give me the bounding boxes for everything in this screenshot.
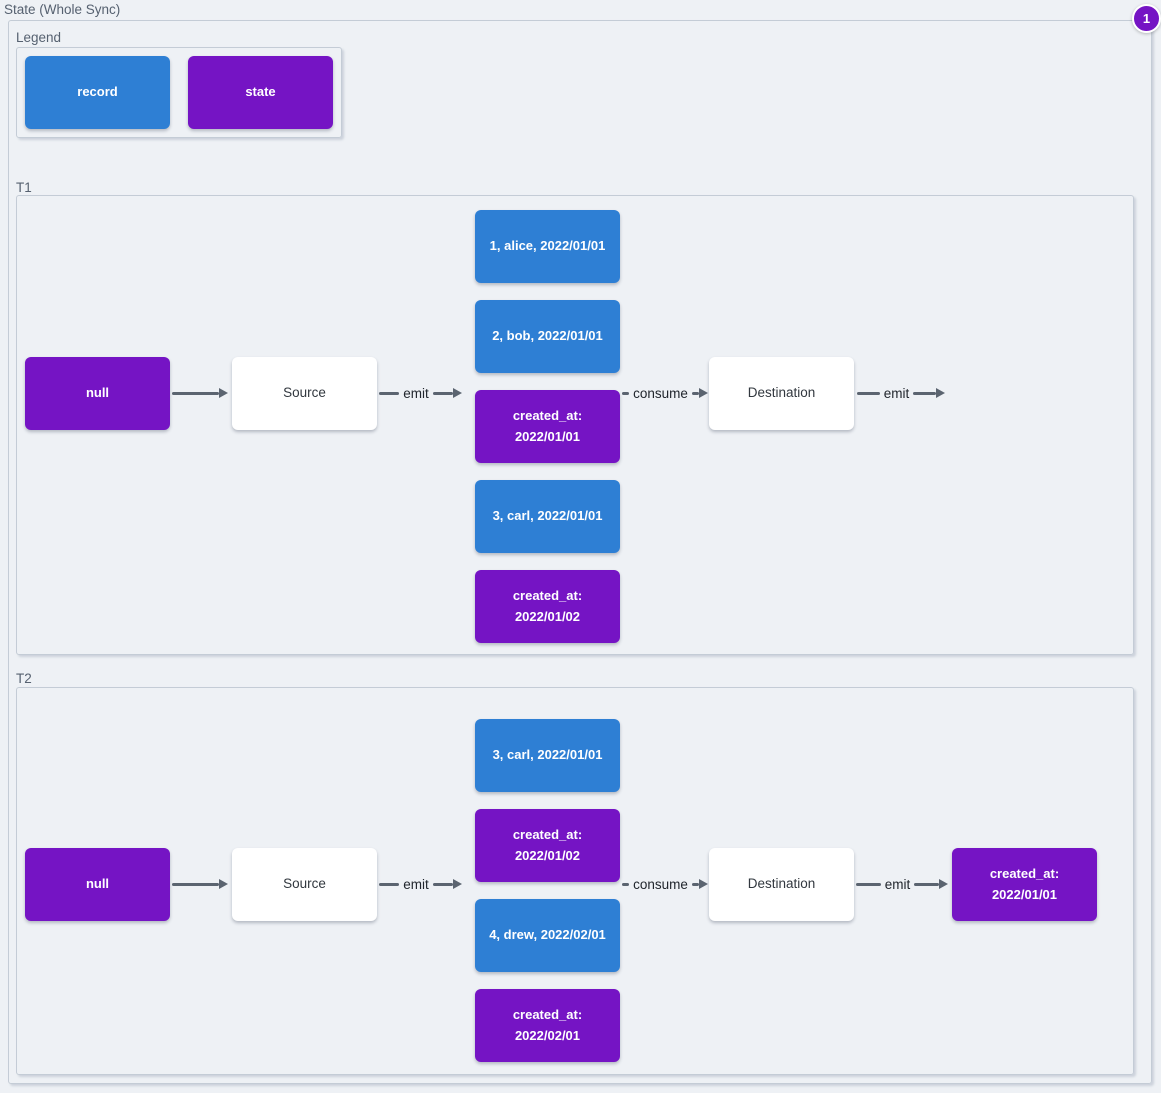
t1-edge-consume: consume [622, 383, 708, 403]
step-number-badge: 1 [1132, 4, 1161, 33]
t1-label: T1 [16, 180, 32, 195]
edge-label: consume [633, 876, 688, 892]
edge-line [432, 882, 454, 886]
legend-record-node: record [25, 56, 170, 129]
t1-edge-emit-source: emit [379, 383, 463, 403]
t2-edge-consume: consume [622, 874, 708, 894]
edge-label: emit [403, 876, 429, 892]
t1-stack-node-5: created_at: 2022/01/02 [475, 570, 620, 643]
arrowhead-icon [699, 388, 708, 398]
t2-edge-emit-destination: emit [856, 874, 949, 894]
edge-line [379, 882, 400, 886]
t2-stack-node-2: created_at: 2022/01/02 [475, 809, 620, 882]
legend-cluster [16, 47, 342, 138]
arrowhead-icon [219, 879, 228, 889]
t2-destination-node: Destination [709, 848, 854, 921]
edge-line [172, 882, 219, 886]
t1-null-state-node: null [25, 357, 170, 430]
edge-label: emit [883, 385, 910, 401]
t1-edge-emit-destination: emit [857, 383, 946, 403]
edge-line [432, 391, 454, 395]
t2-edge-emit-source: emit [379, 874, 463, 894]
legend-title: Legend [16, 30, 62, 45]
diagram-title: State (Whole Sync) [4, 2, 121, 17]
arrowhead-icon [939, 879, 949, 889]
arrowhead-icon [453, 388, 463, 398]
edge-line [856, 882, 881, 886]
t1-stack-node-2: 2, bob, 2022/01/01 [475, 300, 620, 373]
t2-stack-node-4: created_at: 2022/02/01 [475, 989, 620, 1062]
t2-output-state-node: created_at: 2022/01/01 [952, 848, 1097, 921]
edge-line [172, 391, 219, 395]
t2-source-node: Source [232, 848, 377, 921]
edge-line [913, 391, 937, 395]
state-whole-sync-cluster [8, 20, 1152, 1084]
edge-line [857, 391, 880, 395]
edge-line [691, 391, 699, 395]
edge-line [914, 882, 940, 886]
legend-state-node: state [188, 56, 333, 129]
t1-arrow-null-to-source [172, 383, 228, 403]
edge-line [379, 391, 400, 395]
edge-label: consume [633, 385, 688, 401]
edge-line [691, 882, 699, 886]
t2-stack-node-3: 4, drew, 2022/02/01 [475, 899, 620, 972]
t2-cluster [16, 687, 1134, 1075]
edge-label: emit [884, 876, 911, 892]
t1-stack-node-3: created_at: 2022/01/01 [475, 390, 620, 463]
t2-arrow-null-to-source [172, 874, 228, 894]
t1-source-node: Source [232, 357, 377, 430]
t2-stack-node-1: 3, carl, 2022/01/01 [475, 719, 620, 792]
t2-label: T2 [16, 671, 32, 686]
edge-label: emit [403, 385, 429, 401]
t1-destination-node: Destination [709, 357, 854, 430]
arrowhead-icon [699, 879, 708, 889]
edge-line [622, 391, 630, 395]
t1-stack-node-1: 1, alice, 2022/01/01 [475, 210, 620, 283]
arrowhead-icon [453, 879, 463, 889]
edge-line [622, 882, 630, 886]
arrowhead-icon [936, 388, 946, 398]
t1-stack-node-4: 3, carl, 2022/01/01 [475, 480, 620, 553]
arrowhead-icon [219, 388, 228, 398]
t1-cluster [16, 195, 1134, 655]
t2-null-state-node: null [25, 848, 170, 921]
